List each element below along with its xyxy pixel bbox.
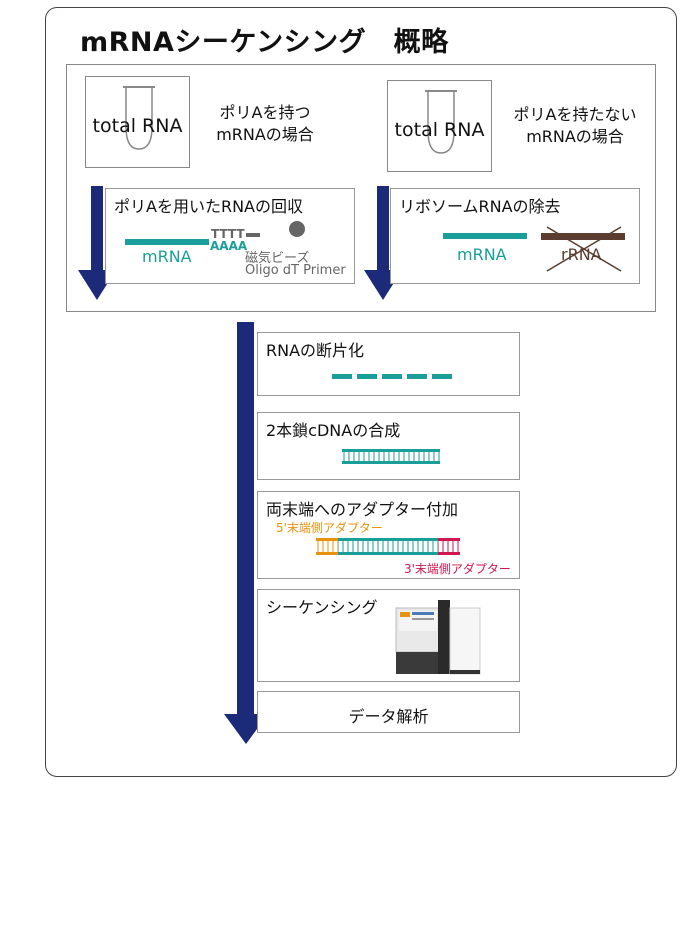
cdna-synthesis-title: 2本鎖cDNAの合成: [266, 421, 401, 440]
polyt-label: TTTT: [211, 227, 245, 241]
polya-capture-title: ポリAを用いたRNAの回収: [114, 197, 303, 216]
outer-frame: [45, 7, 677, 777]
tube-icon: [425, 90, 457, 154]
data-analysis-step: データ解析: [257, 691, 520, 733]
sequencing-step: シーケンシング: [257, 589, 520, 682]
primer-label: Oligo dT Primer: [245, 263, 346, 278]
rna-fragment: [432, 374, 452, 379]
magnetic-bead-icon: [289, 221, 305, 237]
cdna-synthesis-step: 2本鎖cDNAの合成: [257, 412, 520, 480]
rrna-label: rRNA: [561, 245, 602, 264]
right-sample-box: total RNA: [387, 80, 492, 172]
adapter-ligation-step: 両末端へのアダプター付加 5'末端側アダプター 3'末端側アダプター: [257, 491, 520, 579]
rna-fragment: [407, 374, 427, 379]
rna-fragment: [382, 374, 402, 379]
right-mrna-label: mRNA: [457, 245, 507, 264]
mrna-strand: [443, 233, 527, 239]
page-title: mRNAシーケンシング 概略: [80, 27, 449, 58]
cross-out-icon: [546, 226, 622, 272]
adapter-ligated-fragment: [316, 538, 460, 555]
adapter3-label: 3'末端側アダプター: [404, 562, 511, 576]
adapter5-label: 5'末端側アダプター: [276, 521, 383, 535]
mrna-strand: [125, 239, 209, 245]
polya-capture-box: ポリAを用いたRNAの回収 TTTT AAAA mRNA 磁気ビーズ Oligo…: [105, 188, 355, 284]
rrna-removal-title: リボソームRNAの除去: [399, 197, 561, 216]
sequencing-title: シーケンシング: [266, 598, 378, 617]
rrna-removal-box: リボソームRNAの除去 mRNA rRNA: [390, 188, 640, 284]
rna-fragment: [357, 374, 377, 379]
rna-fragment: [332, 374, 352, 379]
left-mrna-label: mRNA: [142, 247, 192, 266]
bead-label: 磁気ビーズ: [245, 251, 310, 266]
right-sample-label: total RNA: [394, 119, 485, 141]
sequencer-icon: [395, 600, 481, 675]
left-description: ポリAを持つ mRNAの場合: [216, 103, 314, 144]
adapter-ligation-title: 両末端へのアダプター付加: [266, 500, 459, 519]
tube-icon: [123, 86, 155, 150]
left-sample-label: total RNA: [92, 115, 183, 137]
fragmentation-step: RNAの断片化: [257, 332, 520, 396]
polya-label: AAAA: [210, 239, 248, 253]
branch-panel: [66, 64, 656, 312]
fragmentation-title: RNAの断片化: [266, 341, 365, 360]
double-strand-cdna: [342, 449, 440, 464]
left-sample-box: total RNA: [85, 76, 190, 168]
linker-line: [246, 233, 260, 237]
right-description: ポリAを持たない mRNAの場合: [513, 105, 637, 146]
data-analysis-title: データ解析: [348, 707, 429, 726]
rrna-strand: [541, 233, 625, 240]
